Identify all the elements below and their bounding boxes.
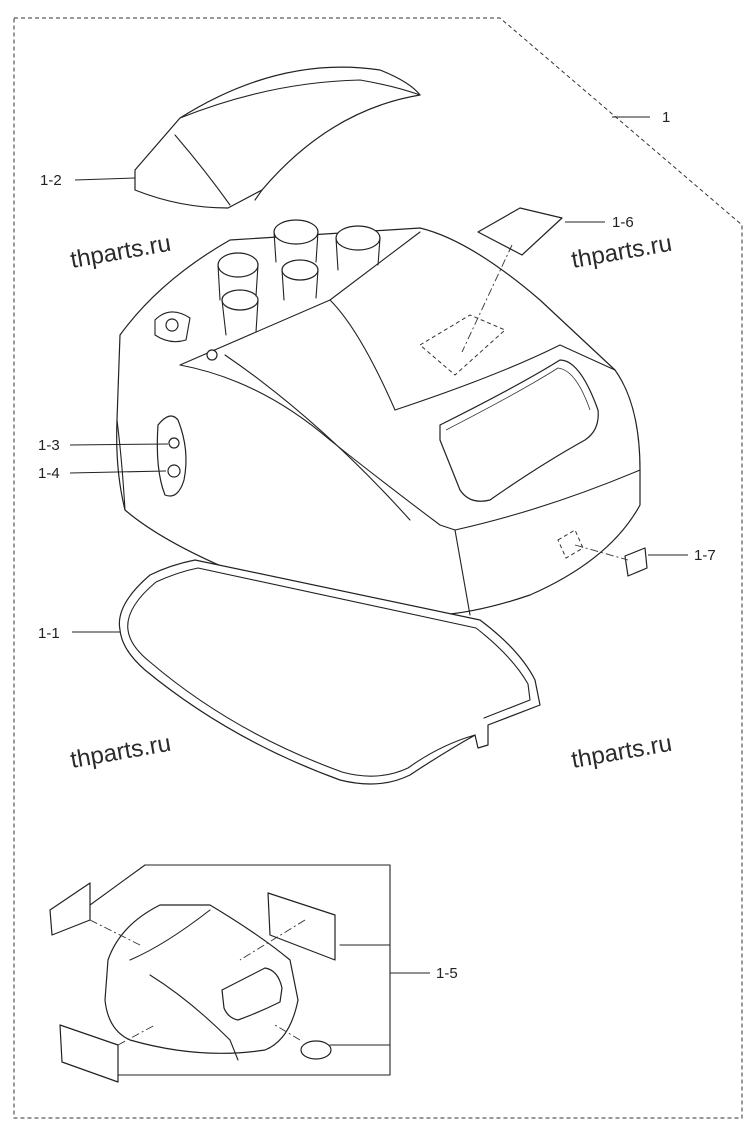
leader-1-3 — [69, 443, 169, 446]
label-1-2: 1-2 — [40, 172, 62, 189]
label-1-4: 1-4 — [38, 465, 60, 482]
label-1-1: 1-1 — [38, 625, 60, 642]
watermark-mid-right: thparts.ru — [569, 730, 674, 774]
label-1: 1 — [662, 109, 670, 126]
watermark-top-left: thparts.ru — [68, 230, 173, 274]
decal-1-7 — [624, 547, 648, 577]
decal-1-6 — [477, 207, 563, 256]
label-1-3: 1-3 — [38, 437, 60, 454]
label-1-5: 1-5 — [436, 965, 458, 982]
gasket-part — [118, 559, 541, 785]
label-1-7: 1-7 — [694, 547, 716, 564]
label-1-6: 1-6 — [612, 214, 634, 231]
engine-cover-part — [116, 219, 641, 616]
leader-1-2 — [74, 177, 136, 181]
leader-1-4 — [69, 470, 167, 474]
watermark-top-right: thparts.ru — [569, 230, 674, 274]
watermark-mid-left: thparts.ru — [68, 730, 173, 774]
top-panel-part — [134, 66, 421, 209]
decal-set-part — [49, 864, 391, 1083]
